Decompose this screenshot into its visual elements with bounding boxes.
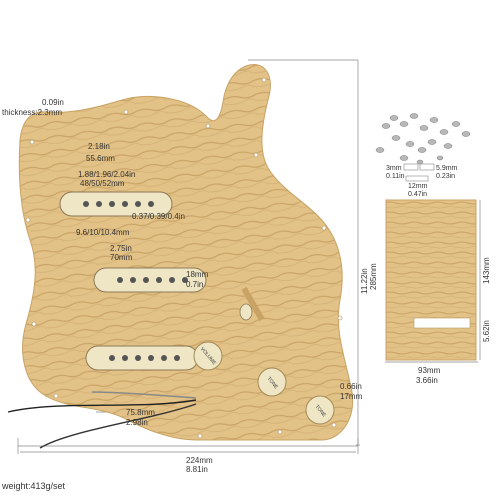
total-width-in-label: 8.81in xyxy=(186,465,208,474)
pickup-len-in-label: 2.75in xyxy=(110,244,132,253)
pickup-len-mm-label: 70mm xyxy=(110,253,133,262)
selector-switch xyxy=(239,286,265,322)
screw-c-mm-label: 12mm xyxy=(408,183,428,190)
height-in-label: 11.22in xyxy=(360,268,369,294)
tone-knob-1 xyxy=(257,367,287,397)
volume-knob xyxy=(193,341,223,371)
screws-pile xyxy=(375,113,471,165)
screw-size-markers xyxy=(403,163,435,182)
wires xyxy=(7,391,197,449)
screw-holes xyxy=(25,77,343,439)
plate-h-mm-label: 143mm xyxy=(482,257,491,284)
spacing-mm-label: 48/50/52mm xyxy=(80,179,125,188)
pole-in-label: 0.37/0.39/0.4in xyxy=(132,212,185,221)
plate-h-in-label: 5.62in xyxy=(482,320,491,342)
bottom-in-label: 2.98in xyxy=(126,418,148,427)
back-plate xyxy=(385,199,477,361)
screw-a-in-label: 0.11in xyxy=(386,173,405,180)
pickup-middle xyxy=(93,267,207,293)
width-in-label: 2.18in xyxy=(88,142,110,151)
knob-mm-label: 17mm xyxy=(340,392,363,401)
pickup-h-mm-label: 18mm xyxy=(186,270,209,279)
bottom-mm-label: 75.8mm xyxy=(126,408,155,417)
screw-a-mm-label: 3mm xyxy=(386,165,402,172)
screw-c-in-label: 0.47in xyxy=(408,191,428,198)
screw-b-mm-label: 5.9mm xyxy=(436,165,458,172)
knob-in-label: 0.66in xyxy=(340,382,362,391)
width-mm-label: 55.6mm xyxy=(86,154,115,163)
plate-w-in-label: 3.66in xyxy=(416,376,438,385)
height-mm-label: 285mm xyxy=(369,263,378,290)
thickness-mm-label: thickness:2.3mm xyxy=(2,108,63,117)
tone-knob-2 xyxy=(305,395,335,425)
screw-b-in-label: 0.23in xyxy=(436,173,456,180)
pickup-neck xyxy=(59,191,173,217)
spacing-in-label: 1.88/1.96/2.04in xyxy=(78,170,136,179)
pickup-h-in-label: 0.7in xyxy=(186,280,204,289)
plate-w-mm-label: 93mm xyxy=(418,366,441,375)
weight-label: weight:413g/set xyxy=(2,481,66,491)
thickness-in-label: 0.09in xyxy=(42,98,64,107)
total-width-mm-label: 224mm xyxy=(186,456,213,465)
pickup-bridge xyxy=(85,345,199,371)
pole-mm-label: 9.6/10/10.4mm xyxy=(76,228,130,237)
pickguard-shape xyxy=(18,64,354,441)
